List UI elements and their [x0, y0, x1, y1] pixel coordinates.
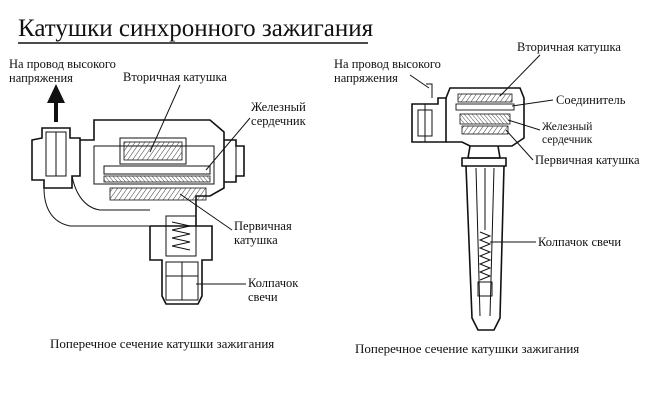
- right-plug-cap-label: Колпачок свечи: [538, 235, 621, 249]
- left-primary-leader: [179, 193, 233, 231]
- right-secondary-leader: [499, 54, 541, 97]
- left-plug-cap-label-2: свечи: [248, 290, 278, 304]
- right-hv-leader: [409, 74, 430, 89]
- right-caption: Поперечное сечение катушки зажигания: [355, 341, 579, 356]
- left-coil-drawing: [31, 84, 245, 305]
- left-secondary-coil-label: Вторичная катушка: [123, 70, 227, 84]
- left-plug-cap-label-1: Колпачок: [248, 276, 299, 290]
- right-connector-label: Соединитель: [556, 93, 626, 107]
- right-iron-core-leader: [507, 119, 541, 131]
- left-iron-core-label-2: сердечник: [251, 114, 307, 128]
- right-hv-wire-label-2: напряжения: [334, 71, 398, 85]
- left-hv-wire-label-1: На провод высокого: [9, 57, 116, 71]
- left-iron-core-label-1: Железный: [251, 100, 306, 114]
- right-primary-coil-label: Первичная катушка: [535, 153, 640, 167]
- right-secondary-coil-label: Вторичная катушка: [517, 40, 621, 54]
- left-iron-core-leader: [205, 117, 251, 171]
- left-primary-coil-label-1: Первичная: [234, 219, 292, 233]
- left-primary-coil-label-2: катушка: [234, 233, 278, 247]
- right-coil-drawing: [411, 83, 525, 331]
- page-title: Катушки синхронного зажигания: [18, 15, 374, 42]
- left-secondary-leader: [149, 84, 181, 153]
- right-hv-wire-label-1: На провод высокого: [334, 57, 441, 71]
- right-connector-leader: [511, 99, 554, 107]
- right-primary-leader: [505, 129, 534, 161]
- left-hv-wire-label-2: напряжения: [9, 71, 73, 85]
- right-iron-core-label-1: Железный: [542, 121, 592, 133]
- right-iron-core-label-2: сердечник: [542, 134, 593, 146]
- left-caption: Поперечное сечение катушки зажигания: [50, 336, 274, 351]
